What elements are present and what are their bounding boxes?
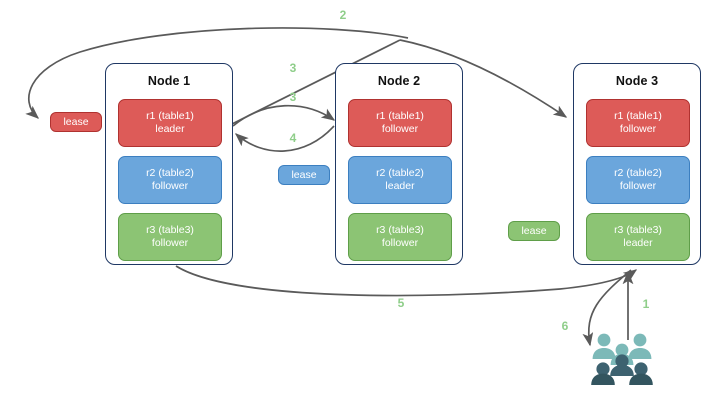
replica-role: follower xyxy=(151,180,189,192)
replica-role: follower xyxy=(381,237,419,249)
replica-role: follower xyxy=(619,180,657,192)
node-title-2: Node 2 xyxy=(377,74,421,88)
replica-role: leader xyxy=(155,123,185,135)
replica-node1-r3[interactable]: r3 (table3) follower xyxy=(118,213,222,261)
node-box-3[interactable]: Node 3 r1 (table1) follower r2 (table2) … xyxy=(573,63,701,265)
lease-badge-blue[interactable]: lease xyxy=(278,165,330,185)
step-label-2: 2 xyxy=(339,8,347,22)
arrow-step-3-lower xyxy=(232,104,336,127)
replica-name: r3 (table3) xyxy=(146,224,194,236)
replica-name: r1 (table1) xyxy=(376,110,424,122)
replica-node3-r2[interactable]: r2 (table2) follower xyxy=(586,156,690,204)
replica-role: follower xyxy=(151,237,189,249)
replica-node1-r2[interactable]: r2 (table2) follower xyxy=(118,156,222,204)
node-title-1: Node 1 xyxy=(147,74,191,88)
step-label-4: 4 xyxy=(289,131,297,145)
replica-name: r2 (table2) xyxy=(614,167,662,179)
replica-node2-r2[interactable]: r2 (table2) leader xyxy=(348,156,452,204)
lease-badge-green[interactable]: lease xyxy=(508,221,560,241)
replica-node2-r1[interactable]: r1 (table1) follower xyxy=(348,99,452,147)
replica-node1-r1[interactable]: r1 (table1) leader xyxy=(118,99,222,147)
step-label-6: 6 xyxy=(561,319,569,333)
lease-badge-red[interactable]: lease xyxy=(50,112,102,132)
users-group-icon xyxy=(591,333,653,385)
step-label-3-lower: 3 xyxy=(289,90,297,104)
replica-name: r1 (table1) xyxy=(614,110,662,122)
replica-role: follower xyxy=(381,123,419,135)
replica-role: follower xyxy=(619,123,657,135)
replica-name: r2 (table2) xyxy=(376,167,424,179)
replica-name: r3 (table3) xyxy=(614,224,662,236)
replica-name: r1 (table1) xyxy=(146,110,194,122)
arrow-step-5 xyxy=(175,265,638,297)
step-label-3-upper: 3 xyxy=(289,61,297,75)
replica-role: leader xyxy=(623,237,653,249)
replica-name: r3 (table3) xyxy=(376,224,424,236)
replica-name: r2 (table2) xyxy=(146,167,194,179)
step-label-5: 5 xyxy=(397,296,405,310)
node-title-3: Node 3 xyxy=(615,74,659,88)
node-box-2[interactable]: Node 2 r1 (table1) follower r2 (table2) … xyxy=(335,63,463,265)
replica-node2-r3[interactable]: r3 (table3) follower xyxy=(348,213,452,261)
replica-node3-r3[interactable]: r3 (table3) leader xyxy=(586,213,690,261)
step-label-1: 1 xyxy=(642,297,650,311)
replica-node3-r1[interactable]: r1 (table1) follower xyxy=(586,99,690,147)
replica-role: leader xyxy=(385,180,415,192)
node-box-1[interactable]: Node 1 r1 (table1) leader r2 (table2) fo… xyxy=(105,63,233,265)
